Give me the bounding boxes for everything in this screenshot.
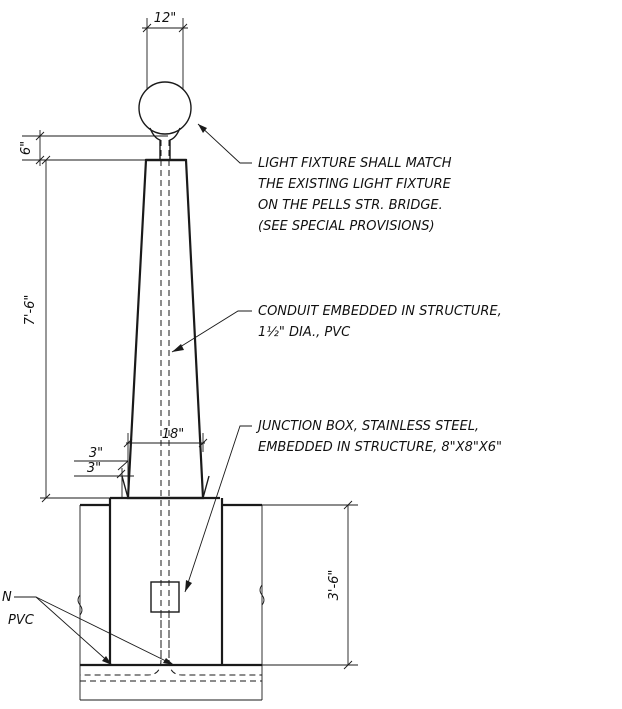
light-fixture-note-line2: THE EXISTING LIGHT FIXTURE (258, 177, 452, 192)
column-base-label: 18" (162, 427, 185, 442)
footing (77, 498, 265, 701)
column-height-dimension: 7'-6" (23, 155, 128, 503)
fixture-gap-label: 6" (19, 141, 34, 155)
fixture-width-label: 12" (154, 11, 177, 26)
junction-box-note-line1: JUNCTION BOX, STAINLESS STEEL, (255, 419, 479, 434)
light-fixture-note-line3: ON THE PELLS STR. BRIDGE. (258, 198, 443, 213)
footing-depth-dimension: 3'-6" (262, 500, 358, 670)
junction-box-note-line2: EMBEDDED IN STRUCTURE, 8"X8"X6" (258, 440, 502, 455)
column-height-label: 7'-6" (23, 295, 38, 326)
left-cutoff-line1: N (2, 590, 12, 605)
footing-depth-label: 3'-6" (327, 570, 342, 601)
left-cutoff-note: N PVC (2, 590, 175, 666)
light-fixture-note: LIGHT FIXTURE SHALL MATCH THE EXISTING L… (197, 123, 452, 234)
chamfer-dimensions: 3" 3" (74, 446, 134, 498)
junction-box (150, 581, 180, 660)
conduit-note-line1: CONDUIT EMBEDDED IN STRUCTURE, (258, 304, 502, 319)
chamfer-b-label: 3" (87, 461, 101, 476)
conduit-note: CONDUIT EMBEDDED IN STRUCTURE, 1½" DIA.,… (171, 304, 502, 353)
fixture-gap-dimension: 6" (19, 130, 168, 166)
light-fixture-note-line1: LIGHT FIXTURE SHALL MATCH (258, 156, 452, 171)
light-fixture (138, 81, 192, 160)
conduit-note-line2: 1½" DIA., PVC (258, 325, 351, 340)
left-cutoff-line2: PVC (8, 613, 35, 628)
light-fixture-note-line4: (SEE SPECIAL PROVISIONS) (258, 219, 435, 234)
junction-box-note: JUNCTION BOX, STAINLESS STEEL, EMBEDDED … (184, 419, 502, 593)
fixture-width-dimension: 12" (142, 11, 188, 90)
chamfer-a-label: 3" (89, 446, 103, 461)
column-base-dimension: 18" (123, 427, 208, 452)
